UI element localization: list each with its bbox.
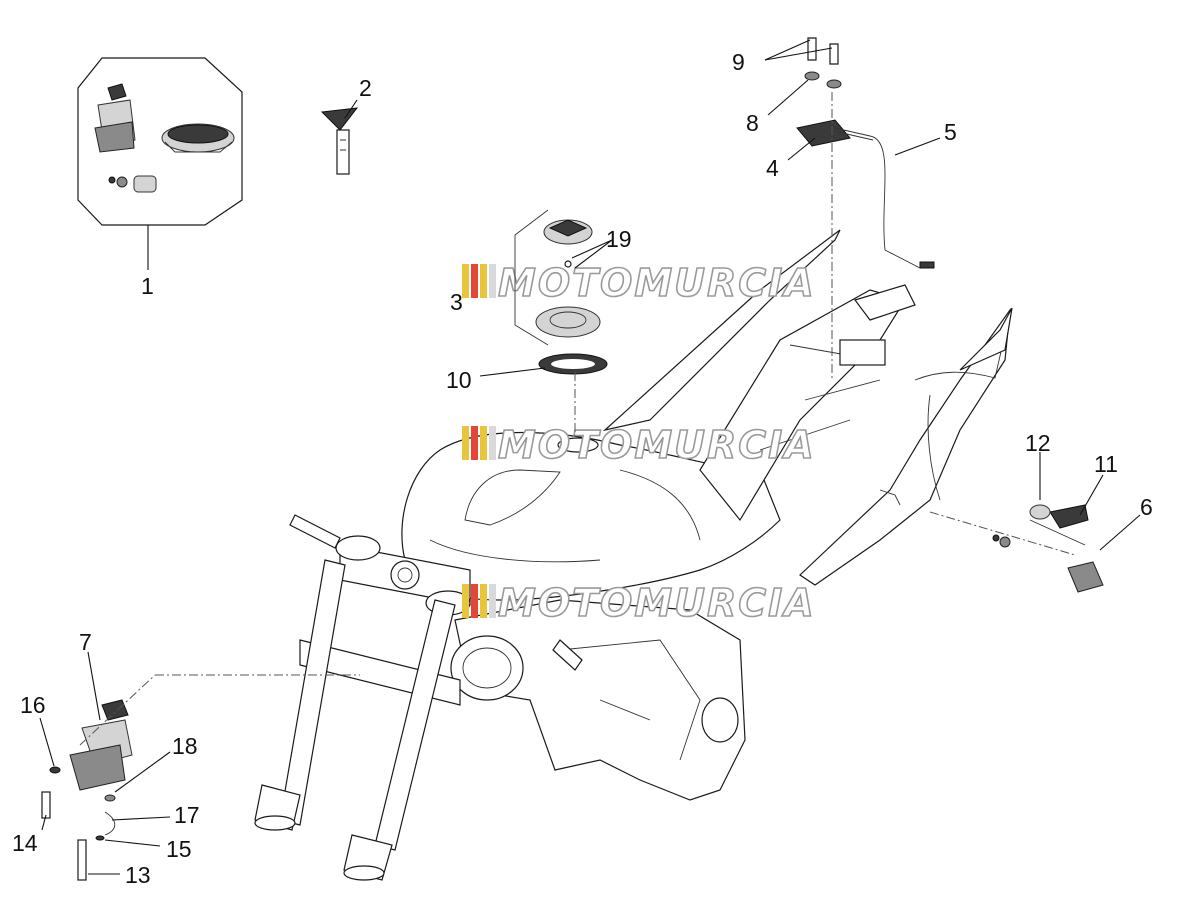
callout-leaders	[39, 39, 1141, 875]
callout-2: 2	[359, 75, 372, 101]
callout-11: 11	[1094, 451, 1118, 477]
part-group-kit-1	[77, 57, 243, 226]
callout-5: 5	[944, 119, 957, 145]
callout-9: 9	[732, 49, 745, 75]
watermark-text-1: MOTOMURCIA	[498, 261, 816, 305]
watermark: MOTOMURCIA MOTOMURCIA MOTOMURCIA	[462, 260, 816, 626]
callout-numbers: 1 2 3 4 5 6 7 8 9 10 11 12 13 14 15 16 1…	[12, 49, 1153, 888]
part-key-2	[320, 107, 359, 175]
watermark-text-2: MOTOMURCIA	[498, 423, 816, 467]
callout-3: 3	[450, 289, 463, 315]
callout-16: 16	[20, 692, 46, 718]
watermark-text-3: MOTOMURCIA	[498, 581, 816, 625]
callout-1: 1	[141, 273, 154, 299]
callout-19: 19	[606, 226, 632, 252]
callout-7: 7	[79, 629, 92, 655]
callout-8: 8	[746, 110, 759, 136]
callout-18: 18	[172, 733, 198, 759]
frame-assembly	[254, 229, 1013, 881]
assembly-axes	[79, 92, 1076, 746]
callout-4: 4	[766, 155, 779, 181]
part-seat-lock-4	[796, 37, 935, 269]
callout-12: 12	[1025, 430, 1051, 456]
part-lock-barrel-6	[992, 504, 1104, 593]
callout-15: 15	[166, 836, 192, 862]
callout-14: 14	[12, 830, 38, 856]
callout-17: 17	[174, 802, 200, 828]
callout-10: 10	[446, 367, 472, 393]
callout-13: 13	[125, 862, 151, 888]
part-fuel-filler-3	[514, 209, 608, 375]
callout-6: 6	[1140, 494, 1153, 520]
